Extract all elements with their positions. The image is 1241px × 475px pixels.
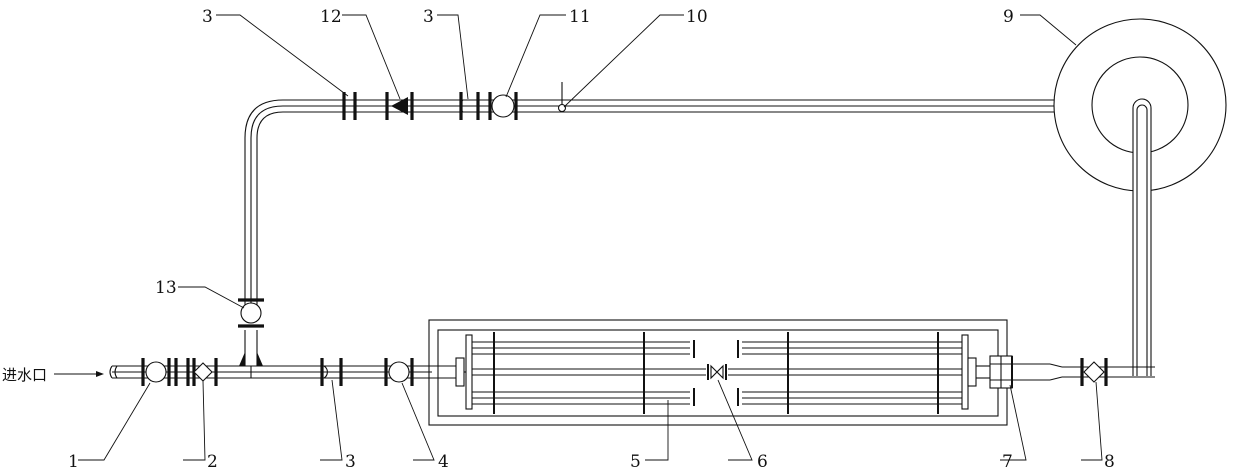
top-flange-pair-1 <box>342 92 357 120</box>
filter-2 <box>192 358 218 386</box>
callout-10: 10 <box>686 7 708 27</box>
pump-4 <box>384 358 414 386</box>
top-pipe <box>244 99 1055 310</box>
callout-8: 8 <box>1104 452 1115 472</box>
filter-8 <box>1080 358 1108 386</box>
callout-4: 4 <box>438 452 449 472</box>
callout-9: 9 <box>1003 7 1014 27</box>
callout-7: 7 <box>1002 452 1013 472</box>
callout-3-bottom: 3 <box>345 452 356 472</box>
flow-meter-7 <box>989 355 1013 389</box>
inlet-arrow <box>54 371 104 377</box>
top-flange-pair-2 <box>459 92 480 120</box>
tee-junction <box>239 330 263 378</box>
callout-13: 13 <box>155 278 177 298</box>
callout-1: 1 <box>68 452 79 472</box>
return-pipe <box>1132 98 1152 376</box>
inlet-label: 进水口 <box>2 366 47 384</box>
callout-12: 12 <box>320 7 342 27</box>
callout-2: 2 <box>207 452 218 472</box>
callout-3-top-right: 3 <box>423 7 434 27</box>
leader-lines <box>78 14 1103 461</box>
pump-1 <box>141 358 171 386</box>
callout-3-top-left: 3 <box>202 7 213 27</box>
heat-exchanger-5 <box>412 319 1008 426</box>
callout-6: 6 <box>757 452 768 472</box>
flange-pair-3 <box>320 358 343 386</box>
callout-11: 11 <box>569 7 591 27</box>
valve-13 <box>238 298 264 328</box>
pump-11 <box>488 92 518 120</box>
flange-pair-bottom-1 <box>174 358 190 386</box>
thermometer-10 <box>557 82 567 113</box>
check-valve-12 <box>385 92 414 120</box>
callout-5: 5 <box>630 452 641 472</box>
